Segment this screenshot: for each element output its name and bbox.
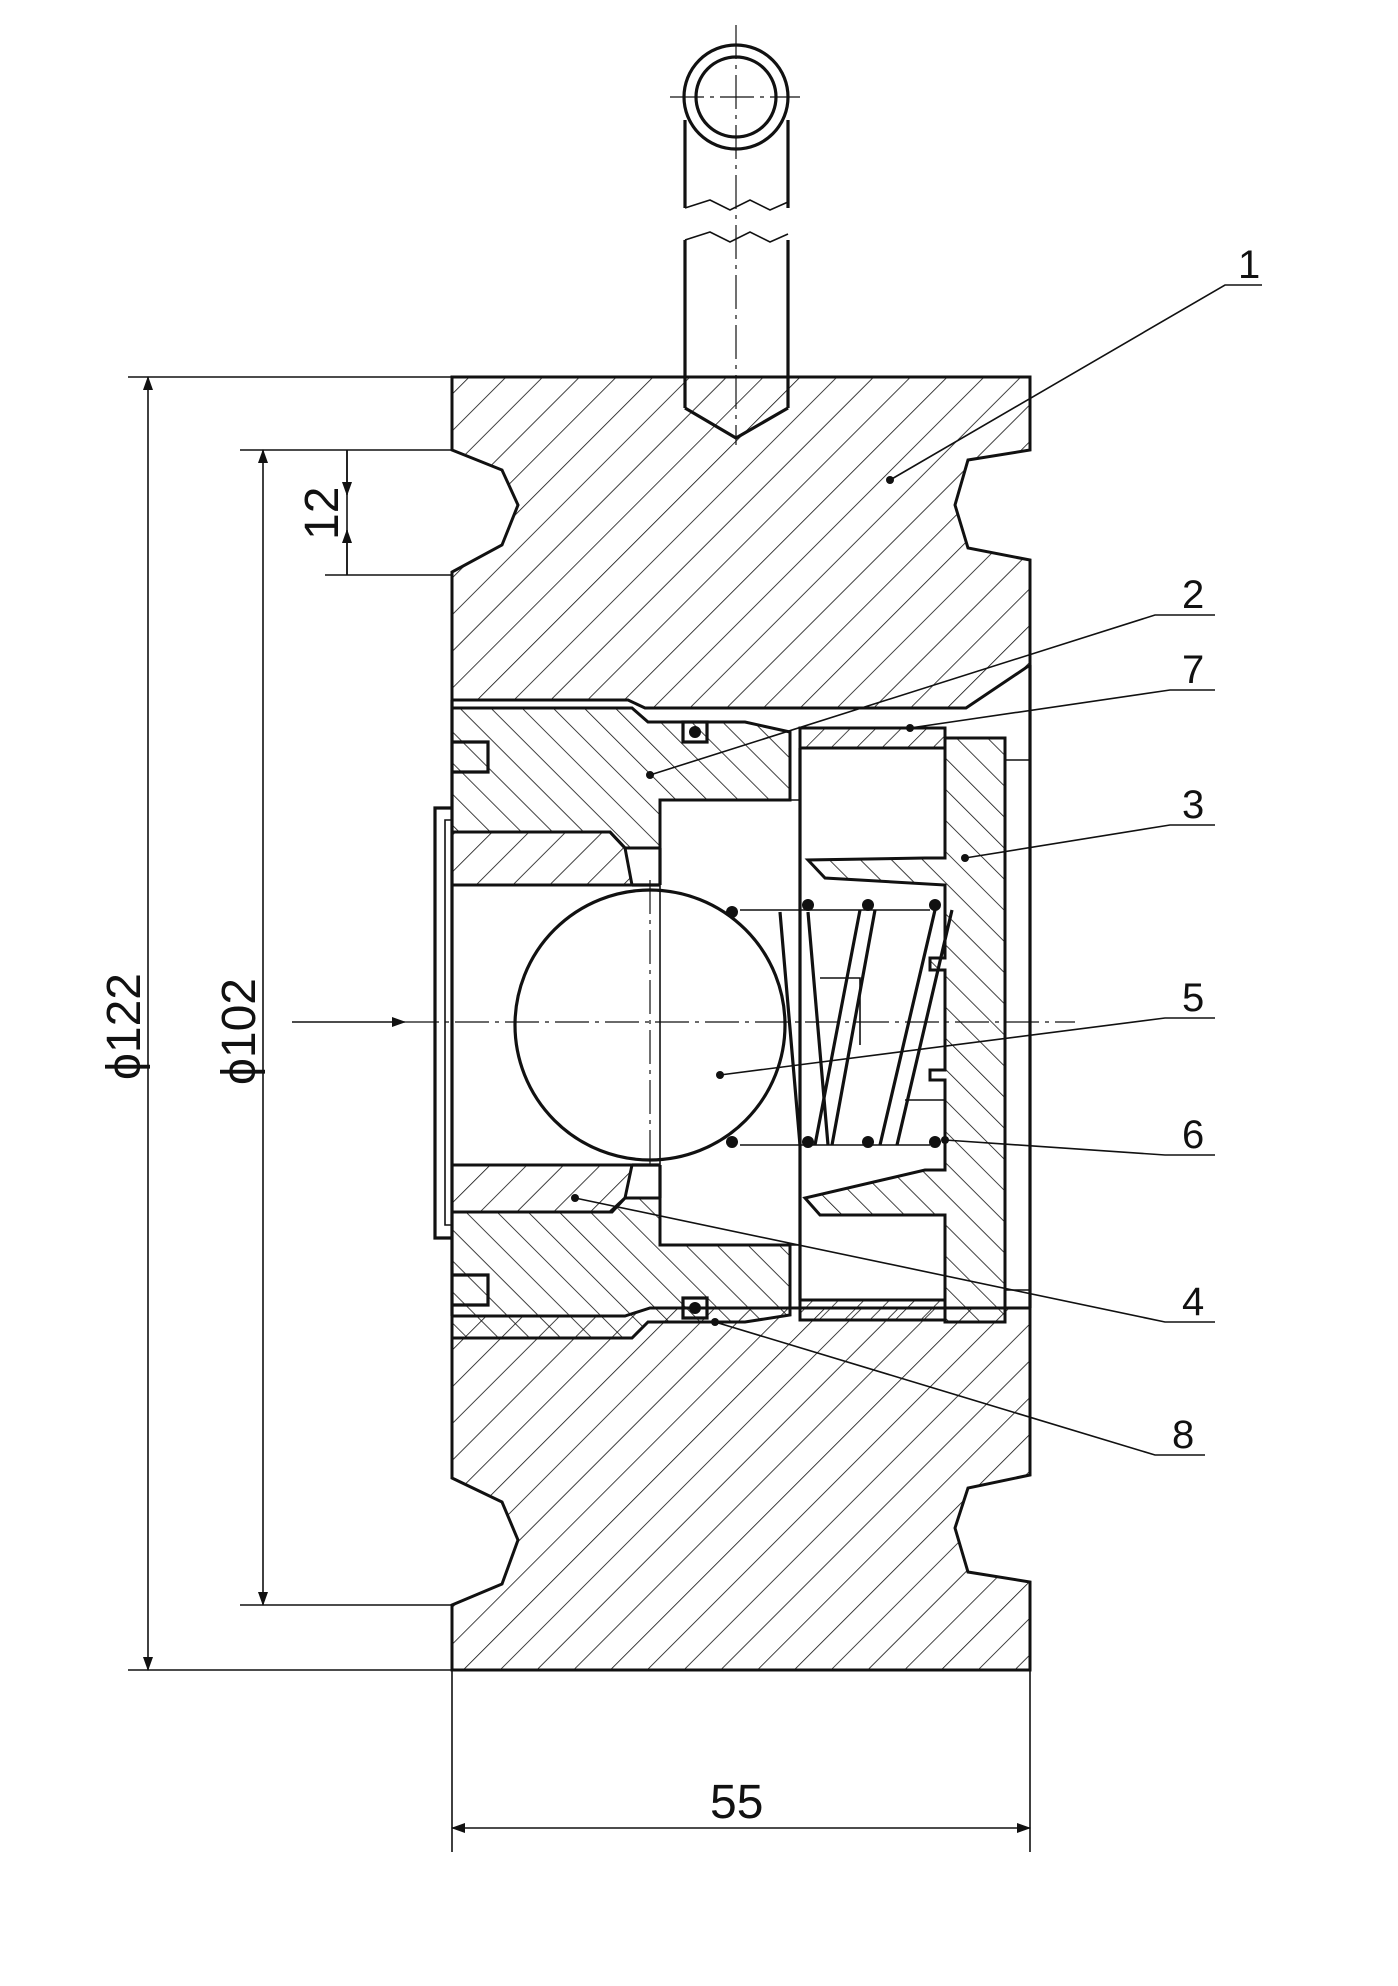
callout-labels: 1 2 7 3 5 6 4 8 bbox=[1172, 243, 1260, 1457]
dimension-width: 55 bbox=[451, 1670, 1031, 1852]
body-upper-wall bbox=[450, 375, 1032, 710]
body-lower-wall bbox=[450, 1306, 1032, 1672]
ball bbox=[513, 880, 787, 1165]
dimension-inner-diameter: ϕ102 bbox=[213, 449, 452, 1606]
callout-7: 7 bbox=[1182, 648, 1204, 692]
groove-depth-label: 12 bbox=[296, 487, 349, 540]
callout-4: 4 bbox=[1182, 1280, 1204, 1324]
seat-holder-lower bbox=[450, 1196, 792, 1340]
outer-diameter-label: ϕ122 bbox=[98, 973, 151, 1080]
retainer-cage bbox=[790, 726, 1007, 1324]
seal-ring-upper bbox=[450, 830, 634, 887]
callout-6: 6 bbox=[1182, 1113, 1204, 1157]
o-ring-lower bbox=[681, 1296, 709, 1320]
callout-2: 2 bbox=[1182, 573, 1204, 617]
callout-3: 3 bbox=[1182, 783, 1204, 827]
seat-holder-upper bbox=[450, 706, 792, 850]
o-ring-upper bbox=[681, 720, 709, 744]
callout-8: 8 bbox=[1172, 1413, 1194, 1457]
dimension-outer-diameter: ϕ122 bbox=[98, 376, 452, 1671]
width-label: 55 bbox=[710, 1776, 763, 1829]
callout-5: 5 bbox=[1182, 976, 1204, 1020]
dimension-groove-depth: 12 bbox=[296, 450, 452, 576]
inner-sleeve bbox=[632, 848, 945, 1198]
spring bbox=[726, 899, 954, 1148]
inlet-face bbox=[433, 806, 452, 1240]
leader-lines bbox=[571, 284, 1262, 1456]
callout-1: 1 bbox=[1238, 243, 1260, 287]
inner-diameter-label: ϕ102 bbox=[213, 978, 266, 1085]
handle-pipe bbox=[670, 25, 800, 445]
